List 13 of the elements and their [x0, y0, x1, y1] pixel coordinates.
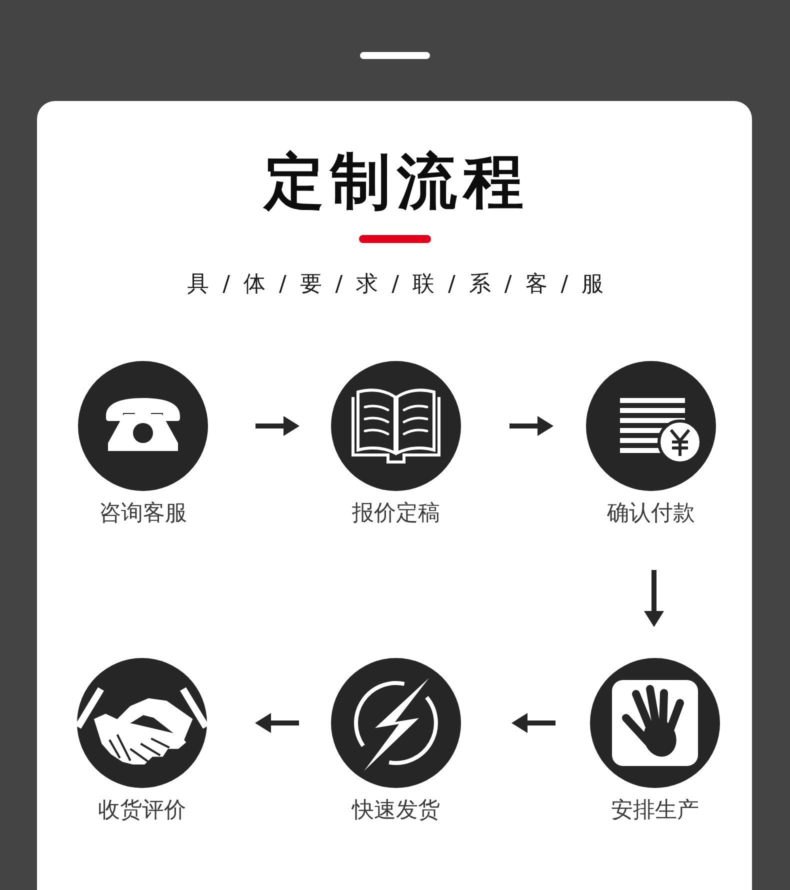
step-label: 报价定稿 — [352, 501, 440, 527]
subtitle: 具 / 体 / 要 / 求 / 联 / 系 / 客 / 服 — [186, 271, 607, 299]
arrow — [512, 713, 556, 733]
title: 定制流程 — [262, 146, 530, 218]
arrow — [510, 416, 554, 436]
step-label: 咨询客服 — [99, 501, 187, 527]
step-label: 收货评价 — [98, 798, 186, 824]
step-label: 安排生产 — [611, 798, 699, 824]
step-label: 确认付款 — [607, 501, 695, 527]
arrow — [644, 570, 664, 627]
step-label: 快速发货 — [352, 798, 440, 824]
arrow — [255, 713, 299, 733]
arrow — [256, 416, 300, 436]
